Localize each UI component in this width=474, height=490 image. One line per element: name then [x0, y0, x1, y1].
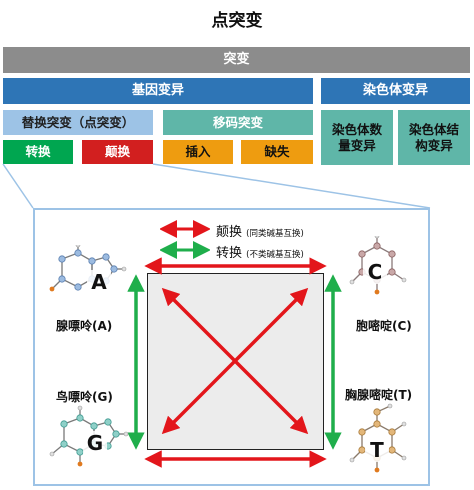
legend-transition: 转换 (不类碱基互换)	[216, 242, 304, 261]
insertion-box: 插入	[163, 140, 233, 164]
legend-arrows	[160, 220, 210, 259]
cytosine-letter: C	[363, 260, 387, 284]
adenine-label: 腺嘌呤(A)	[56, 319, 113, 333]
deletion-box: 缺失	[241, 140, 313, 164]
thymine-label: 胸腺嘧啶(T)	[345, 388, 413, 402]
frameshift-box: 移码突变	[163, 110, 313, 135]
gene-mutation-box: 基因变异	[3, 78, 313, 104]
cytosine-label: 胞嘧啶(C)	[356, 319, 412, 333]
chromosome-number-box: 染色体数量变异	[321, 110, 393, 165]
substitution-box: 替换突变（点突变）	[3, 110, 153, 135]
transition-box: 转换	[3, 140, 73, 164]
adenine-letter: A	[87, 270, 111, 294]
chromosome-mutation-box: 染色体变异	[321, 78, 470, 104]
base-square	[147, 273, 324, 450]
legend-transition-label: 转换	[216, 246, 243, 261]
legend-transversion-note: (同类碱基互换)	[246, 229, 304, 239]
legend-transition-note: (不类碱基互换)	[246, 250, 304, 260]
transversion-box: 颠换	[82, 140, 153, 164]
chromosome-structure-label: 染色体结构变异	[408, 121, 459, 153]
chromosome-structure-box: 染色体结构变异	[398, 110, 470, 165]
adenine-molecule-icon	[49, 245, 127, 292]
legend-transversion-label: 颠换	[216, 225, 243, 240]
guanine-label: 鸟嘌呤(G)	[56, 390, 113, 404]
legend-transversion: 颠换 (同类碱基互换)	[216, 221, 304, 240]
page-title: 点突变	[211, 11, 263, 31]
guanine-letter: G	[83, 431, 107, 455]
chromosome-number-label: 染色体数量变异	[331, 121, 382, 153]
thymine-letter: T	[365, 438, 389, 462]
mutation-box: 突变	[3, 47, 470, 73]
